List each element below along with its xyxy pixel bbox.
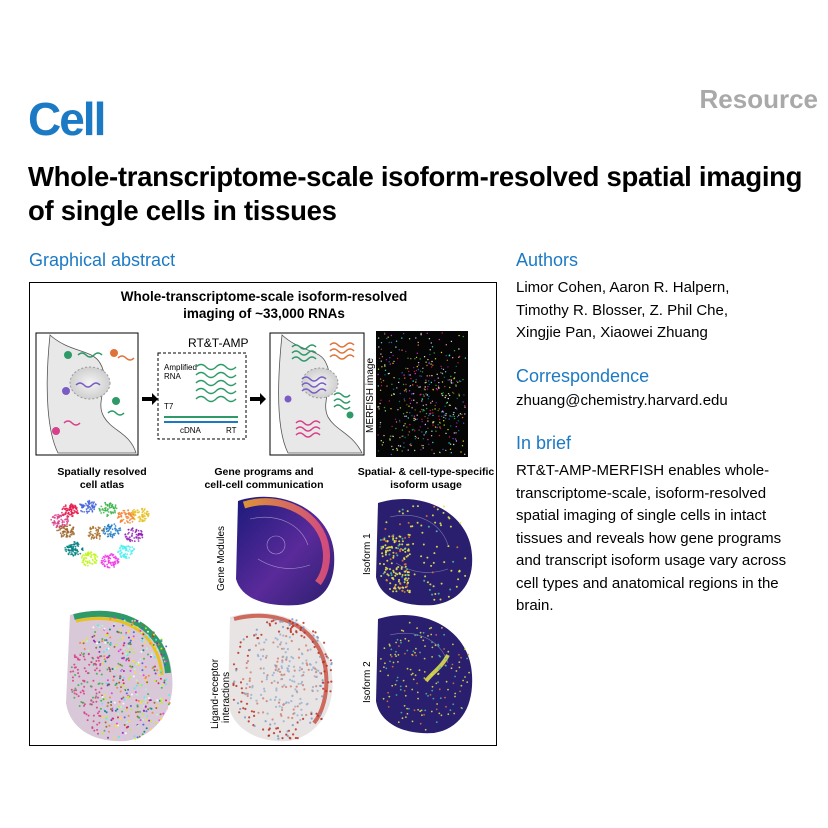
abstract-main-title-line1: Whole-transcriptome-scale isoform-resolv… <box>121 289 408 304</box>
panel-title-isoform-line2: isoform usage <box>390 479 462 491</box>
tissue-cartoon-after <box>269 332 365 456</box>
panel-title-gene-programs-line2: cell-cell communication <box>204 479 323 491</box>
rt-label: RT <box>226 426 237 435</box>
ligand-receptor-label-line2: interactions <box>221 672 232 723</box>
amplified-rna-waves <box>195 363 237 403</box>
authors-list: Limor Cohen, Aaron R. Halpern, Timothy R… <box>516 277 828 345</box>
in-brief-heading: In brief <box>516 433 572 453</box>
correspondence-heading: Correspondence <box>516 366 650 386</box>
tissue-cartoon-before <box>35 332 139 456</box>
merfish-image-label: MERFISH image <box>365 358 376 433</box>
ligand-receptor-brain <box>228 612 333 742</box>
method-label: RT&T-AMP <box>188 336 248 350</box>
panel-title-gene-programs-line1: Gene programs and <box>214 466 313 478</box>
gene-modules-label: Gene Modules <box>216 526 227 591</box>
merfish-image <box>376 331 468 457</box>
amplified-rna-label-line1: Amplified <box>164 363 197 372</box>
graphical-abstract-heading: Graphical abstract <box>29 250 176 270</box>
in-brief-line: brain. <box>516 597 554 614</box>
amplified-rna-label-line2: RNA <box>164 372 182 381</box>
in-brief-line: spatial imaging of single cells in intac… <box>516 507 767 524</box>
article-title: Whole-transcriptome-scale isoform-resolv… <box>28 161 803 226</box>
authors-line: Timothy R. Blosser, Z. Phil Che, <box>516 301 729 319</box>
in-brief-line: RT&T-AMP-MERFISH enables whole- <box>516 462 770 479</box>
in-brief-text: RT&T-AMP-MERFISH enables whole- transcri… <box>516 460 828 618</box>
ligand-receptor-label-line1: Ligand-receptor <box>210 658 221 729</box>
cdna-label: cDNA <box>180 426 202 435</box>
panel-title-atlas-line2: cell atlas <box>80 479 125 491</box>
authors-line: Limor Cohen, Aaron R. Halpern, <box>516 279 730 296</box>
graphical-abstract-figure: Whole-transcriptome-scale isoform-resolv… <box>29 282 497 746</box>
cell-atlas-spatial-brain <box>66 610 173 742</box>
in-brief-line: cell types and anatomical regions in the <box>516 574 779 592</box>
panel-title-atlas-line1: Spatially resolved <box>57 466 146 478</box>
correspondence-email[interactable]: zhuang@chemistry.harvard.edu <box>516 392 728 409</box>
cell-atlas-umap <box>50 499 150 569</box>
authors-line: Xingjie Pan, Xiaowei Zhuang <box>516 324 708 341</box>
isoform1-label: Isoform 1 <box>362 533 373 575</box>
method-box <box>157 352 247 440</box>
journal-logo: Cell <box>28 93 106 145</box>
isoform1-brain <box>376 498 473 606</box>
t7-label: T7 <box>164 402 174 411</box>
panel-title-isoform-line1: Spatial- & cell-type-specific <box>358 466 495 478</box>
merfish-image-dots <box>377 332 467 456</box>
in-brief-line: transcriptome-scale, isoform-resolved <box>516 484 767 502</box>
graphical-abstract-svg: Whole-transcriptome-scale isoform-resolv… <box>35 289 495 742</box>
article-type-label: Resource <box>699 84 819 114</box>
process-arrow-icon <box>142 393 158 405</box>
authors-heading: Authors <box>516 250 579 270</box>
in-brief-line: and transcript isoform usage vary across <box>516 552 787 569</box>
process-arrow-icon <box>250 393 266 405</box>
isoform2-label: Isoform 2 <box>362 661 373 703</box>
isoform2-brain <box>376 615 473 734</box>
in-brief-line: tissues and reveals how gene programs <box>516 529 782 547</box>
gene-modules-brain <box>236 496 335 606</box>
abstract-main-title-line2: imaging of ~33,000 RNAs <box>183 306 345 321</box>
